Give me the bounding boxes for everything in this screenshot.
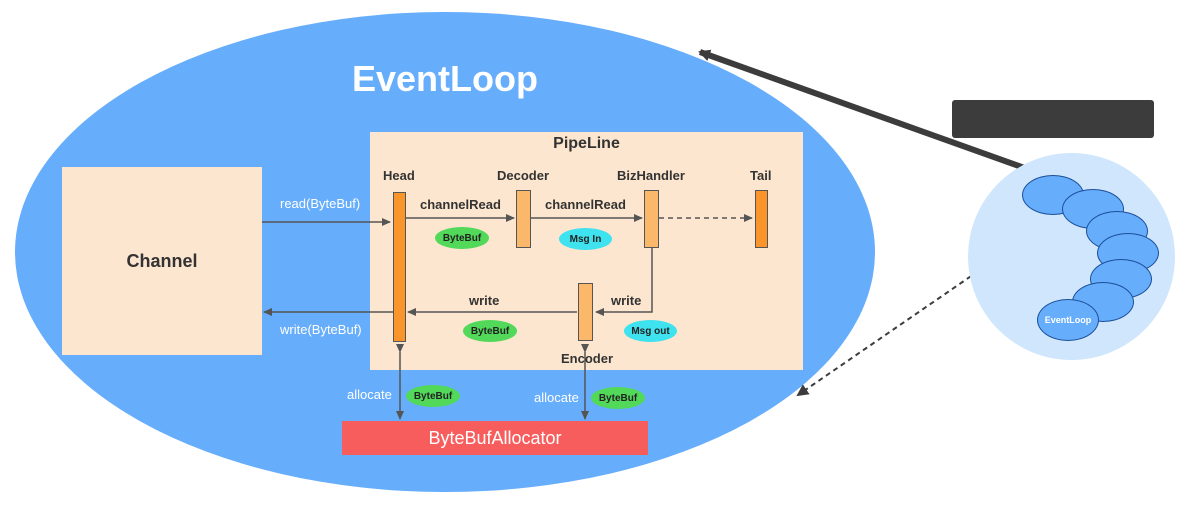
channel-label: Channel	[126, 250, 198, 271]
encoder-label: Encoder	[561, 351, 614, 366]
channel-box: Channel	[62, 167, 262, 355]
arrow-biz-encoder	[595, 248, 653, 316]
bytebuf-pill-read: ByteBuf	[435, 227, 489, 249]
eventloop-title: EventLoop	[352, 58, 538, 99]
head-label: Head	[383, 168, 415, 183]
bytebuf-pill-allocate-left: ByteBuf	[406, 385, 460, 407]
pipeline-title: PipeLine	[553, 135, 620, 152]
allocate-label-right: allocate	[534, 390, 579, 405]
msg-out-pill: Msg out	[624, 320, 677, 342]
write-label-encoder-head: write	[469, 293, 500, 308]
decoder-handler-bar	[516, 190, 531, 248]
head-handler-bar	[393, 192, 406, 342]
tail-label: Tail	[750, 168, 772, 183]
channel-read-label-2: channelRead	[545, 197, 626, 212]
mini-eventloop-labeled: EventLoop	[1037, 299, 1099, 341]
tail-handler-bar	[755, 190, 768, 248]
bytebuf-allocator-box: ByteBufAllocator	[342, 421, 648, 455]
bytebuf-pill-write: ByteBuf	[463, 320, 517, 342]
bytebuf-pill-allocate-right: ByteBuf	[591, 387, 645, 409]
write-label-biz-encoder: write	[611, 293, 642, 308]
decoder-label: Decoder	[497, 168, 550, 183]
eventloop-group-caption-block	[952, 100, 1154, 138]
zoom-line-bottom	[796, 214, 1061, 397]
msg-in-pill: Msg In	[559, 228, 612, 250]
allocate-label-left: allocate	[347, 387, 392, 402]
encoder-handler-bar	[578, 283, 593, 341]
bizhandler-label: BizHandler	[617, 168, 685, 183]
bizhandler-handler-bar	[644, 190, 659, 248]
read-in-label: read(ByteBuf)	[280, 196, 361, 211]
write-out-label: write(ByteBuf)	[280, 322, 362, 337]
zoom-line-top	[698, 49, 1032, 173]
channel-read-label-1: channelRead	[420, 197, 501, 212]
